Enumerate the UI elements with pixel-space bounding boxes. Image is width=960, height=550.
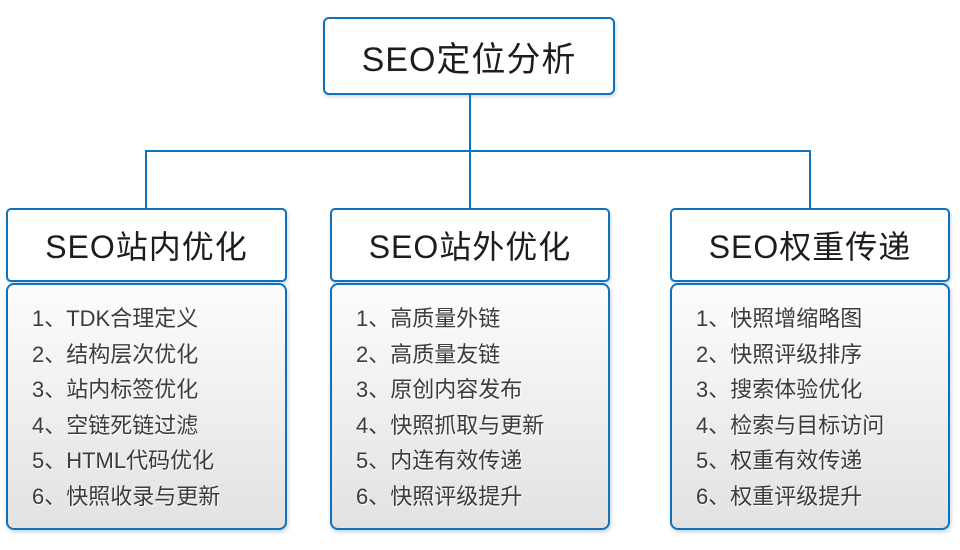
list-item: 4、快照抓取与更新 — [356, 412, 545, 438]
list-item: 6、权重评级提升 — [696, 483, 863, 509]
connector-root-stem — [469, 95, 471, 152]
branch-header-onsite-label: SEO站内优化 — [45, 229, 248, 265]
connector-drop-right — [809, 150, 811, 208]
list-item: 5、权重有效传递 — [696, 448, 863, 473]
root-node-label: SEO定位分析 — [361, 40, 577, 79]
root-node: SEO定位分析 — [323, 17, 615, 95]
list-item: 4、空链死链过滤 — [32, 412, 199, 438]
list-item: 6、快照评级提升 — [356, 483, 523, 509]
connector-horizontal — [145, 150, 811, 152]
list-item: 1、快照增缩略图 — [696, 306, 863, 331]
branch-header-weight-label: SEO权重传递 — [708, 229, 912, 265]
list-item: 1、高质量外链 — [356, 306, 501, 331]
branch-list-onsite: 1、TDK合理定义 2、结构层次优化 3、站内标签优化 4、空链死链过滤 5、H… — [6, 283, 287, 530]
list-item: 5、内连有效传递 — [356, 448, 523, 473]
list-item: 5、HTML代码优化 — [32, 448, 215, 473]
branch-header-weight: SEO权重传递 — [670, 208, 950, 282]
list-item: 6、快照收录与更新 — [32, 483, 221, 509]
list-item: 3、搜索体验优化 — [696, 377, 863, 402]
list-item: 3、原创内容发布 — [356, 377, 523, 402]
branch-list-offsite: 1、高质量外链 2、高质量友链 3、原创内容发布 4、快照抓取与更新 5、内连有… — [330, 283, 610, 530]
connector-drop-left — [145, 150, 147, 208]
list-item: 2、结构层次优化 — [32, 341, 199, 367]
branch-list-weight: 1、快照增缩略图 2、快照评级排序 3、搜索体验优化 4、检索与目标访问 5、权… — [670, 283, 950, 530]
list-item: 4、检索与目标访问 — [696, 412, 885, 438]
list-item: 2、高质量友链 — [356, 341, 501, 367]
branch-header-offsite-label: SEO站外优化 — [368, 229, 572, 265]
branch-header-onsite: SEO站内优化 — [6, 208, 287, 282]
list-item: 3、站内标签优化 — [32, 377, 199, 402]
connector-drop-middle — [469, 150, 471, 208]
list-item: 2、快照评级排序 — [696, 341, 863, 367]
branch-header-offsite: SEO站外优化 — [330, 208, 610, 282]
list-item: 1、TDK合理定义 — [32, 306, 199, 331]
